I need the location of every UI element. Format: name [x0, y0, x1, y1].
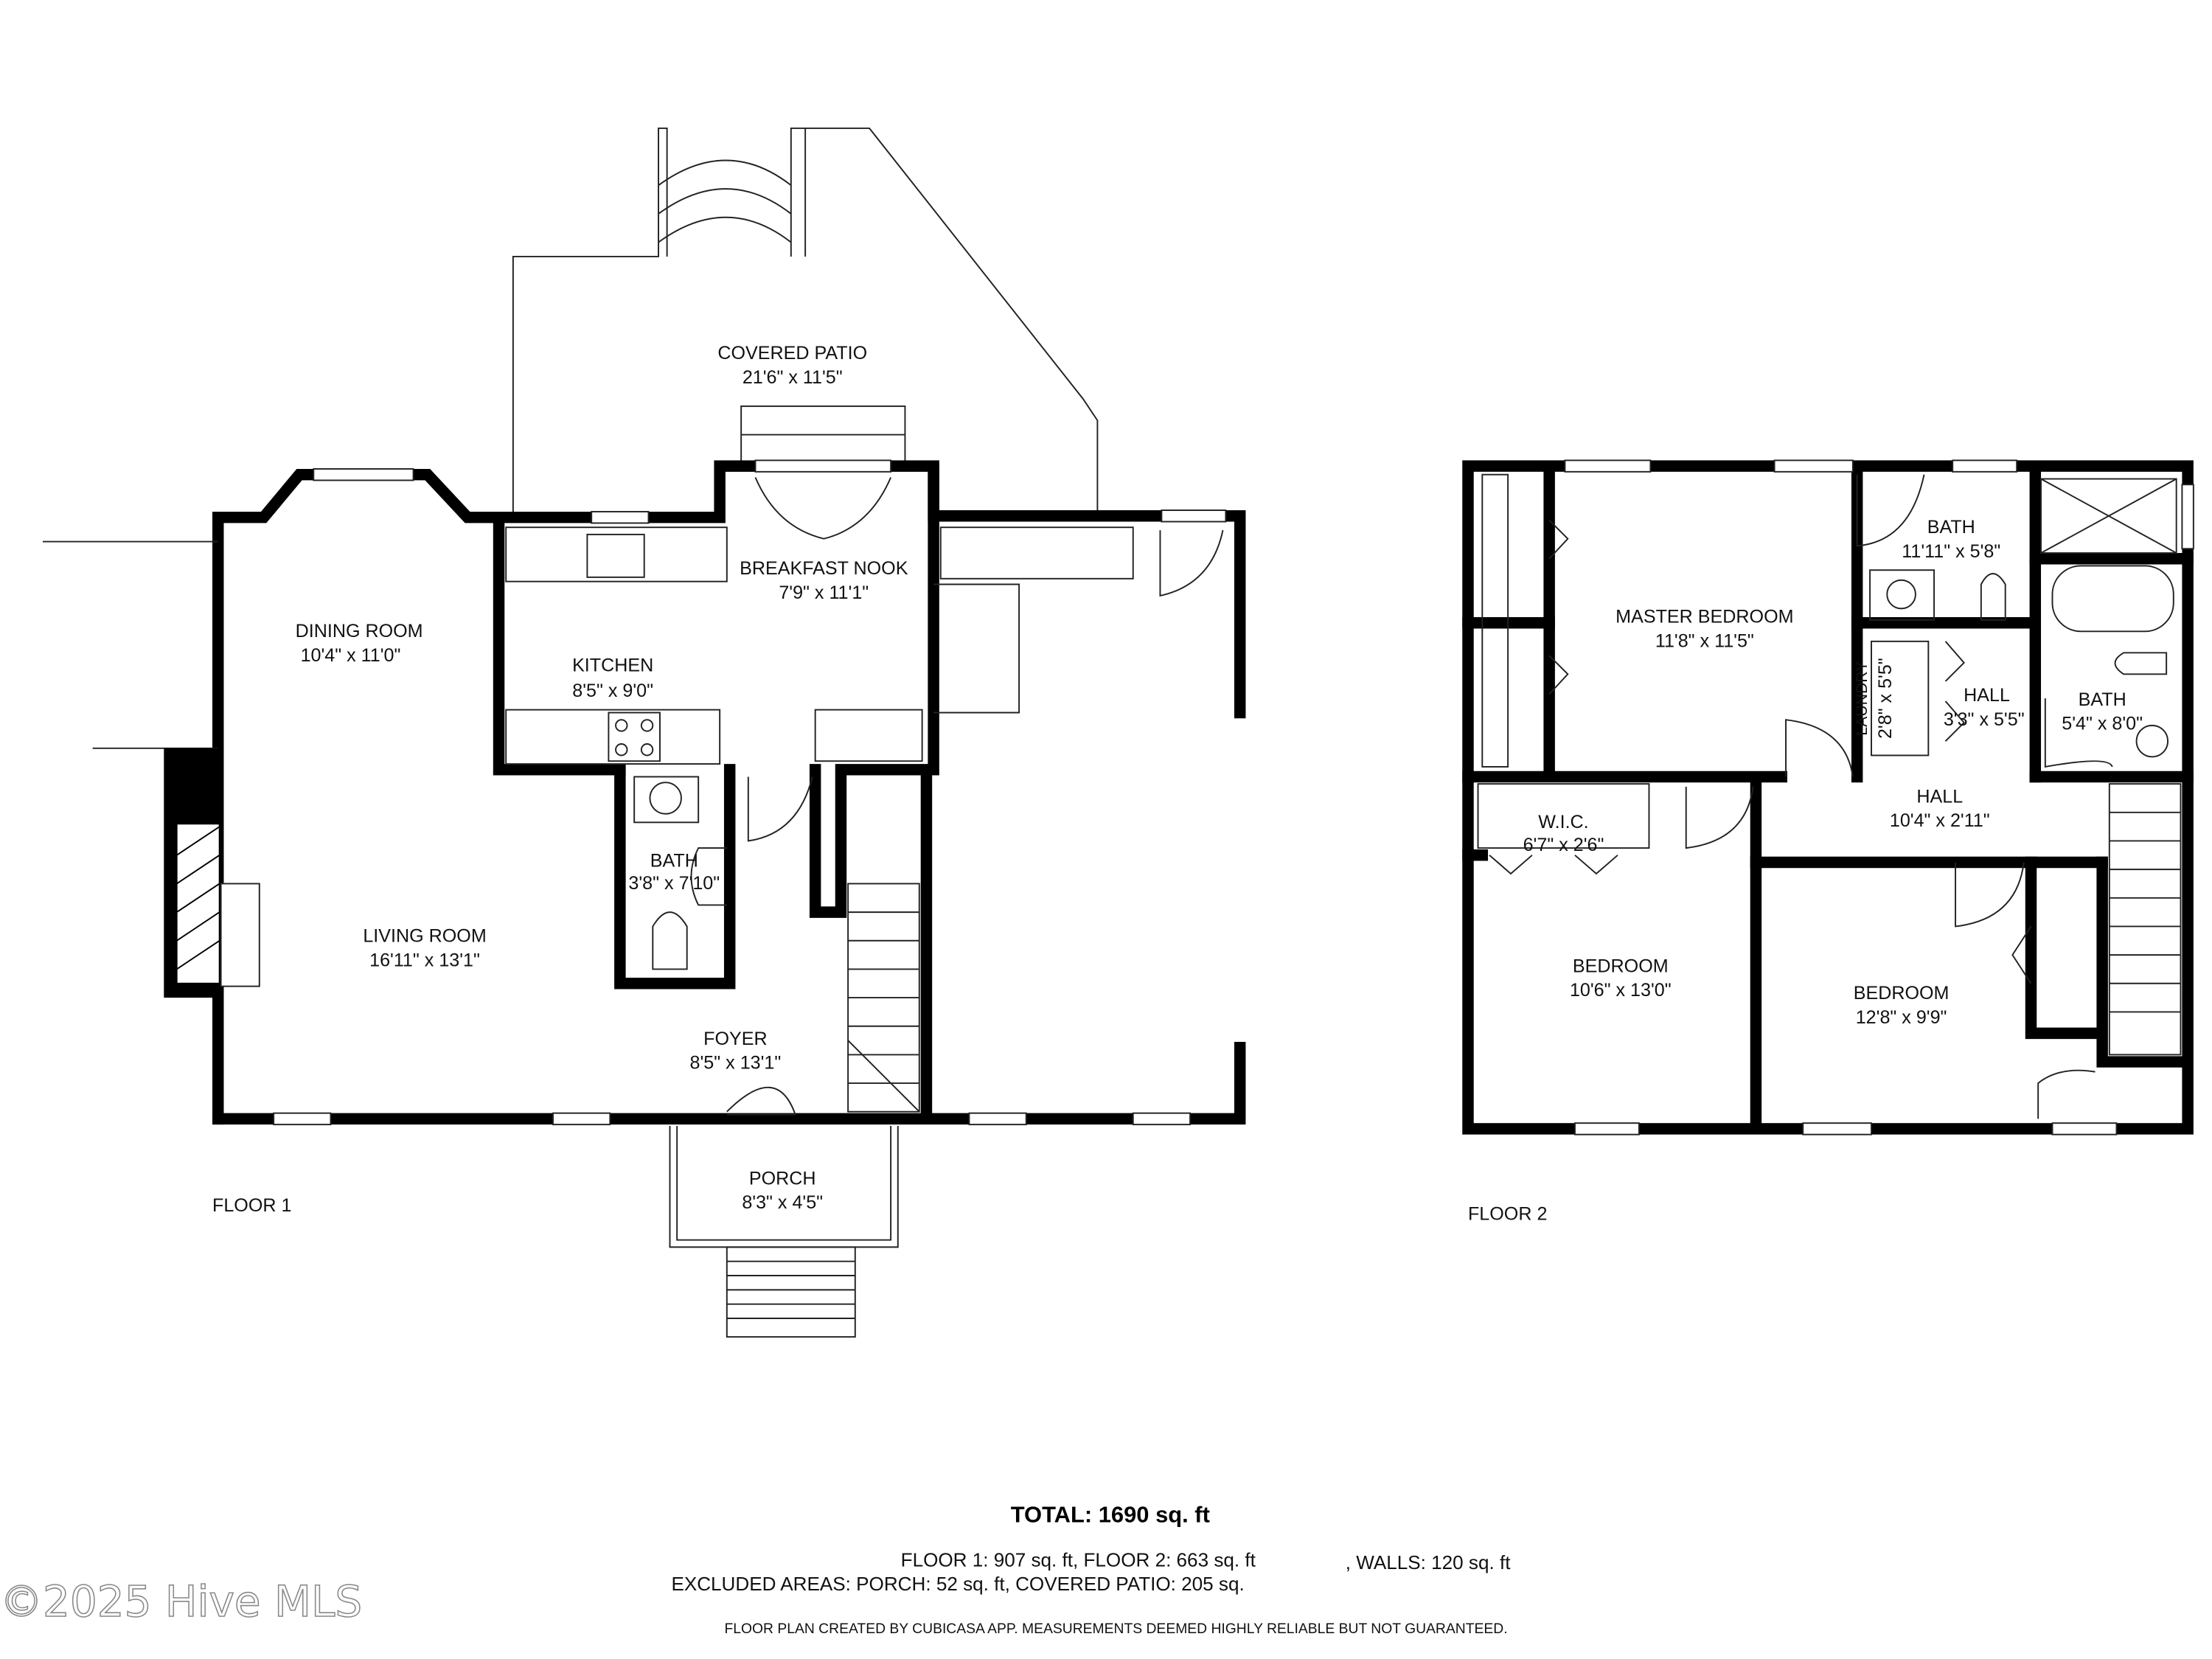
room-name-foyer: FOYER	[703, 1029, 768, 1049]
room-dims-living-room: 16'11" x 13'1"	[369, 950, 480, 971]
total-area: TOTAL: 1690 sq. ft	[1011, 1501, 1210, 1527]
room-name-porch: PORCH	[749, 1168, 816, 1189]
room-name-kitchen: KITCHEN	[572, 655, 653, 675]
room-name-bedroom-1: BEDROOM	[1573, 956, 1669, 976]
room-dims-hall-lower: 10'4" x 2'11"	[1890, 810, 1990, 831]
area-summary: TOTAL: 1690 sq. ft FLOOR 1: 907 sq. ft, …	[671, 1501, 1511, 1637]
room-dims-covered-patio: 21'6" x 11'5"	[742, 367, 843, 388]
room-dims-dining-room: 10'4" x 11'0"	[301, 645, 401, 666]
floor-areas: FLOOR 1: 907 sq. ft, FLOOR 2: 663 sq. ft	[901, 1548, 1256, 1571]
fireplace	[164, 748, 260, 998]
room-dims-hall-bath: 5'4" x 8'0"	[2062, 714, 2143, 734]
excluded-areas: EXCLUDED AREAS: PORCH: 52 sq. ft, COVERE…	[671, 1573, 1244, 1595]
room-dims-porch: 8'3" x 4'5"	[742, 1192, 823, 1213]
room-name-living-room: LIVING ROOM	[363, 926, 486, 947]
room-name-wic: W.I.C.	[1538, 812, 1588, 832]
room-dims-breakfast-nook: 7'9" x 11'1"	[779, 582, 869, 603]
room-dims-master-bath: 11'11" x 5'8"	[1902, 541, 2000, 562]
kitchen-fixtures	[505, 477, 1224, 765]
floor-1-plan: COVERED PATIO 21'6" x 11'5" BREAKFAST NO…	[42, 128, 1246, 1338]
floor-2-label: FLOOR 2	[1468, 1204, 1547, 1225]
floor-2-fixtures	[1477, 473, 2182, 1119]
floor-2-windows	[1564, 459, 2194, 1135]
disclaimer: FLOOR PLAN CREATED BY CUBICASA APP. MEAS…	[724, 1621, 1507, 1637]
room-name-hall-bath: BATH	[2079, 689, 2126, 710]
room-dims-wic: 6'7" x 2'6"	[1523, 835, 1604, 855]
floor-2-plan: MASTER BEDROOM 11'8" x 11'5" BATH 11'11"…	[1462, 459, 2194, 1225]
room-dims-bath-1: 3'8" x 7'10"	[628, 873, 720, 894]
room-name-laundry: LAUNDRY	[1853, 661, 1871, 736]
stairs-floor-1	[847, 883, 920, 1113]
room-name-hall-lower: HALL	[1916, 786, 1963, 807]
room-name-dining-room: DINING ROOM	[296, 621, 423, 641]
floor-1-windows	[273, 459, 1227, 1126]
room-name-master-bath: BATH	[1927, 517, 1975, 538]
room-dims-master-bedroom: 11'8" x 11'5"	[1655, 631, 1754, 652]
floor-1-label: FLOOR 1	[212, 1195, 291, 1216]
walls-area: , WALLS: 120 sq. ft	[1346, 1551, 1511, 1573]
room-name-hall-upper: HALL	[1964, 685, 2010, 706]
room-dims-laundry: 2'8" x 5'5"	[1875, 658, 1896, 739]
covered-patio-outline	[512, 128, 1099, 513]
room-dims-bedroom-2: 12'8" x 9'9"	[1856, 1007, 1947, 1028]
room-dims-hall-upper: 3'3" x 5'5"	[1944, 709, 2025, 730]
watermark: ©2025 Hive MLS	[0, 1576, 362, 1627]
room-name-bedroom-2: BEDROOM	[1854, 983, 1950, 1004]
floor-1-walls	[42, 460, 1246, 1125]
room-name-covered-patio: COVERED PATIO	[717, 343, 867, 364]
room-dims-foyer: 8'5" x 13'1"	[690, 1053, 782, 1074]
room-dims-bedroom-1: 10'6" x 13'0"	[1570, 980, 1672, 1001]
room-name-master-bedroom: MASTER BEDROOM	[1615, 607, 1793, 627]
bath-1-fixtures	[633, 776, 813, 970]
room-dims-kitchen: 8'5" x 9'0"	[572, 681, 653, 701]
porch-structure	[669, 1086, 899, 1338]
room-name-breakfast-nook: BREAKFAST NOOK	[740, 558, 908, 579]
room-name-bath-1: BATH	[650, 850, 698, 871]
